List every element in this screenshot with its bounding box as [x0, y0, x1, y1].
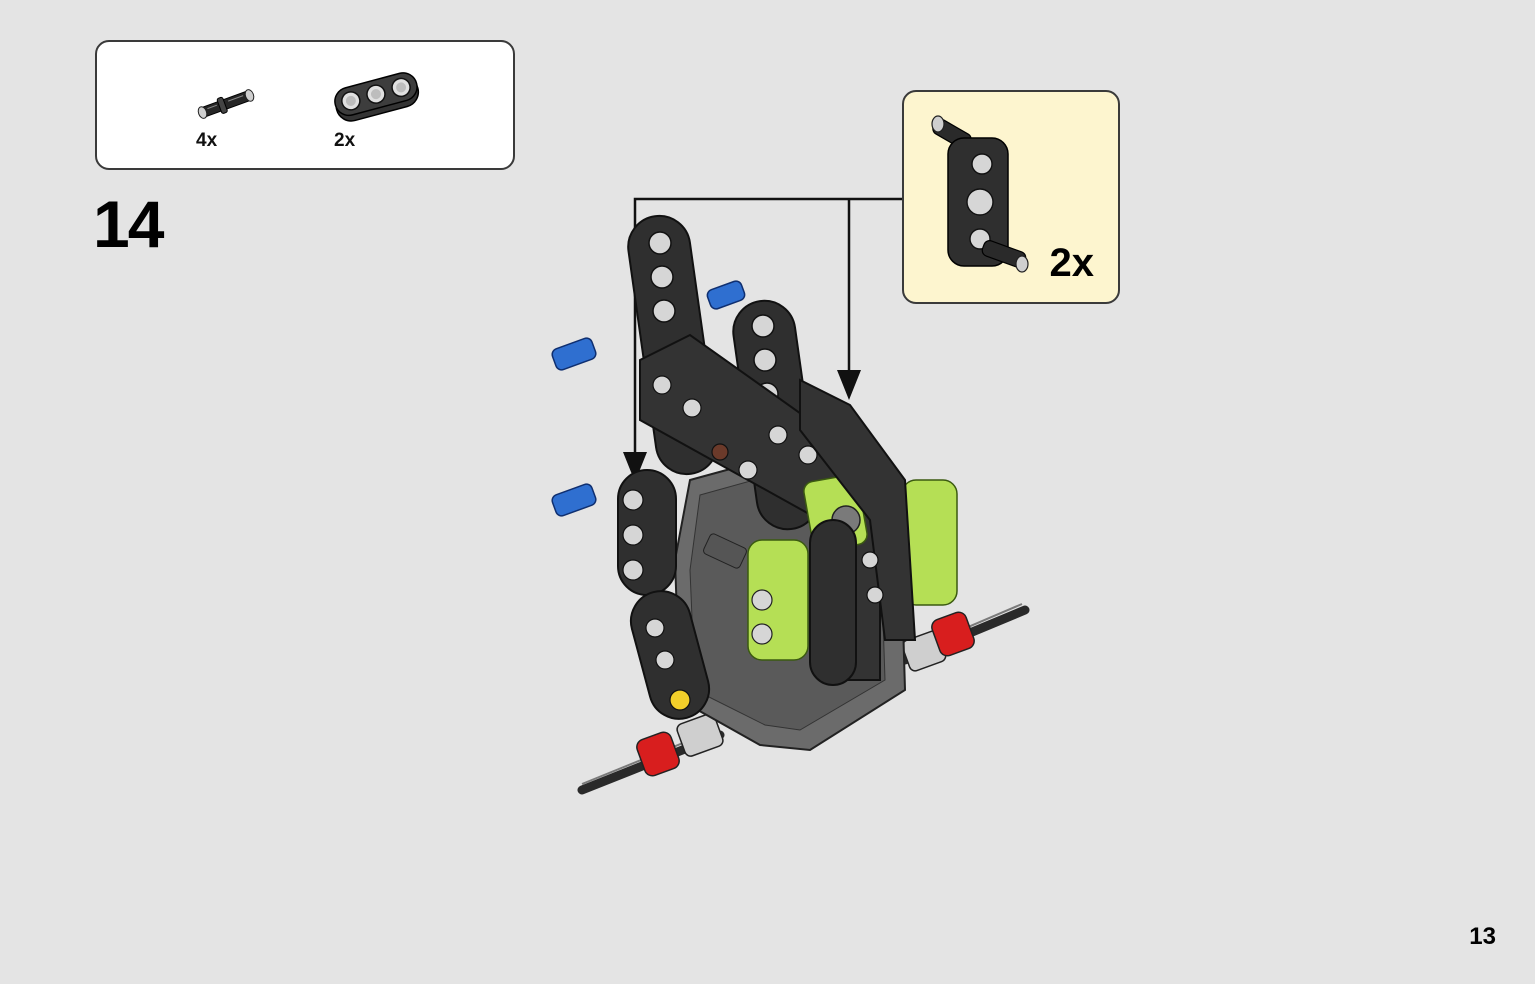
- page-number: 13: [1469, 923, 1496, 950]
- beam-3-icon: [334, 72, 420, 122]
- beam-diagonal: [639, 333, 881, 681]
- callout-quantity: 2x: [1049, 241, 1095, 285]
- parts-list-box: 4x 2x: [95, 40, 515, 170]
- beam-right-diagonal: [799, 378, 917, 641]
- beam-lower-left: [629, 590, 711, 720]
- assembly-model: [551, 214, 1030, 795]
- pin-icon: [197, 89, 255, 119]
- axle-right: [900, 603, 1030, 672]
- step-number: 14: [93, 187, 164, 261]
- blue-pins: [551, 280, 746, 517]
- beam-front-left: [617, 469, 677, 596]
- part-quantity-pin: 4x: [196, 130, 218, 151]
- beam-front-right: [809, 519, 857, 686]
- sub-assembly-callout: 2x: [902, 90, 1120, 304]
- part-quantity-beam: 2x: [334, 130, 356, 151]
- axle-left: [577, 713, 725, 795]
- angled-beam-icon: [931, 115, 1029, 273]
